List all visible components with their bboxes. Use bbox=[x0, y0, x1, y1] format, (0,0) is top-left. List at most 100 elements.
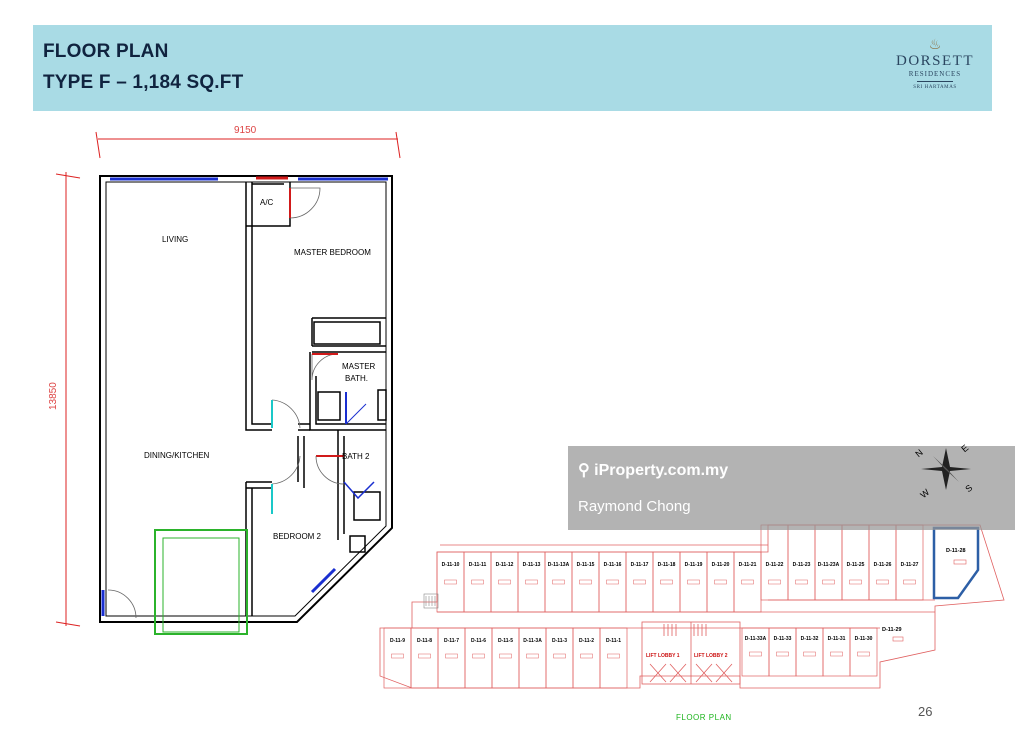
unit-label: D-11-15 bbox=[577, 562, 595, 568]
unit-cell: D-11-31 bbox=[822, 627, 851, 677]
unit-cell: D-11-21 bbox=[733, 551, 762, 613]
unit-label: D-11-11 bbox=[469, 562, 487, 568]
outer-walls bbox=[99, 175, 393, 623]
unit-label: D-11-22 bbox=[766, 562, 784, 568]
unit-cell: D-11-10 bbox=[436, 551, 465, 613]
page-number: 26 bbox=[918, 704, 933, 719]
highlighted-unit-label: D-11-28 bbox=[946, 548, 966, 554]
unit-cell: D-11-26 bbox=[868, 524, 897, 601]
unit-cell: D-11-1 bbox=[599, 627, 628, 689]
lift-lobby-1-label: LIFT LOBBY 1 bbox=[646, 653, 680, 659]
unit-label: D-11-27 bbox=[901, 562, 919, 568]
unit-label: D-11-32 bbox=[801, 636, 819, 642]
unit-label: D-11-20 bbox=[712, 562, 730, 568]
room-bedroom2-label: BEDROOM 2 bbox=[273, 532, 322, 541]
unit-cell: D-11-2 bbox=[572, 627, 601, 689]
logo-location: SRI HARTAMAS bbox=[913, 85, 957, 90]
unit-cell: D-11-12 bbox=[490, 551, 519, 613]
unit-label: D-11-13A bbox=[548, 562, 570, 568]
logo-name: DORSETT bbox=[896, 53, 974, 69]
width-dimension bbox=[95, 131, 401, 159]
unit-cell: D-11-3A bbox=[518, 627, 547, 689]
watermark-agent: Raymond Chong bbox=[578, 498, 691, 515]
key-plan-outline bbox=[379, 524, 1005, 689]
unit-cell: D-11-8 bbox=[410, 627, 439, 689]
unit-cell: D-11-18 bbox=[652, 551, 681, 613]
room-master-bath-label-2: BATH. bbox=[345, 374, 368, 383]
unit-cell: D-11-33A bbox=[741, 627, 770, 677]
height-dimension-label: 13850 bbox=[48, 382, 59, 410]
watermark-brand-text: iProperty.com.my bbox=[594, 462, 729, 479]
unit-label: D-11-18 bbox=[658, 562, 676, 568]
unit-label: D-11-25 bbox=[847, 562, 865, 568]
unit-cell: D-11-7 bbox=[437, 627, 466, 689]
unit-cell: D-11-11 bbox=[463, 551, 492, 613]
unit-cell: D-11-23A bbox=[814, 524, 843, 601]
logo-mark-icon: ♨ bbox=[928, 36, 942, 52]
unit-label: D-11-13 bbox=[523, 562, 541, 568]
unit-cell: D-11-3 bbox=[545, 627, 574, 689]
unit-cell: D-11-23 bbox=[787, 524, 816, 601]
unit-cell: D-11-19 bbox=[679, 551, 708, 613]
unit-label: D-11-21 bbox=[739, 562, 757, 568]
watermark-brand: ⚲ iProperty.com.my bbox=[578, 460, 728, 480]
unit-label: D-11-5 bbox=[498, 638, 513, 644]
location-pin-icon: ⚲ bbox=[578, 462, 590, 479]
room-dining-kitchen-label: DINING/KITCHEN bbox=[144, 451, 210, 460]
unit-label: D-11-19 bbox=[685, 562, 703, 568]
unit-label: D-11-17 bbox=[631, 562, 649, 568]
unit-cell: D-11-16 bbox=[598, 551, 627, 613]
windows bbox=[101, 177, 388, 616]
unit-label: D-11-16 bbox=[604, 562, 622, 568]
unit-cell: D-11-33 bbox=[768, 627, 797, 677]
room-living-label: LIVING bbox=[162, 235, 188, 244]
room-master-bath-label-1: MASTER bbox=[342, 362, 376, 371]
logo-sub: RESIDENCES bbox=[908, 70, 962, 78]
unit-cell: D-11-30 bbox=[849, 627, 878, 677]
unit-label: D-11-6 bbox=[471, 638, 486, 644]
unit-cell: D-11-20 bbox=[706, 551, 735, 613]
unit-cell: D-11-6 bbox=[464, 627, 493, 689]
room-master-bedroom-label: MASTER BEDROOM bbox=[294, 248, 371, 257]
unit-cell: D-11-17 bbox=[625, 551, 654, 613]
unit-label: D-11-9 bbox=[390, 638, 405, 644]
lift-lobbies bbox=[641, 621, 741, 685]
unit-cell: D-11-32 bbox=[795, 627, 824, 677]
unit-label: D-11-12 bbox=[496, 562, 514, 568]
unit-label: D-11-7 bbox=[444, 638, 459, 644]
unit-label: D-11-23A bbox=[818, 562, 840, 568]
stair-core bbox=[423, 593, 439, 609]
page-title: FLOOR PLAN bbox=[43, 41, 169, 62]
unit-label: D-11-3A bbox=[523, 638, 542, 644]
compass-icon: N E W S bbox=[913, 443, 974, 498]
unit-label: D-11-2 bbox=[579, 638, 594, 644]
unit-label: D-11-23 bbox=[793, 562, 811, 568]
unit-label: D-11-1 bbox=[606, 638, 621, 644]
unit-label: D-11-26 bbox=[874, 562, 892, 568]
unit-cell: D-11-22 bbox=[760, 524, 789, 601]
key-plan-label: FLOOR PLAN bbox=[676, 713, 732, 722]
unit-cell: D-11-15 bbox=[571, 551, 600, 613]
unit-cell: D-11-5 bbox=[491, 627, 520, 689]
balcony bbox=[154, 529, 248, 635]
room-bath2-label: BATH 2 bbox=[342, 452, 370, 461]
compass-n: N bbox=[913, 447, 924, 459]
key-plan-top-row: D-11-10 D-11-11 D-11-12 D-11-13 D-11-13A D-11… bbox=[436, 524, 924, 613]
unit-label: D-11-10 bbox=[442, 562, 460, 568]
unit-d-11-29-label: D-11-29 bbox=[882, 627, 902, 633]
logo-divider bbox=[917, 81, 953, 82]
compass-s: S bbox=[963, 483, 974, 495]
key-plan-bottom-row: D-11-9 D-11-8 D-11-7 D-11-6 D-11-5 D-11-3A D-1… bbox=[383, 627, 628, 689]
doors bbox=[107, 176, 375, 619]
unit-cell: D-11-13A bbox=[544, 551, 573, 613]
width-dimension-label: 9150 bbox=[234, 125, 257, 136]
unit-label: D-11-31 bbox=[828, 636, 846, 642]
unit-cell: D-11-25 bbox=[841, 524, 870, 601]
unit-cell: D-11-27 bbox=[895, 524, 924, 601]
room-ac-label: A/C bbox=[260, 198, 274, 207]
dorsett-logo: ♨ DORSETT RESIDENCES SRI HARTAMAS bbox=[892, 37, 978, 97]
unit-label: D-11-3 bbox=[552, 638, 567, 644]
